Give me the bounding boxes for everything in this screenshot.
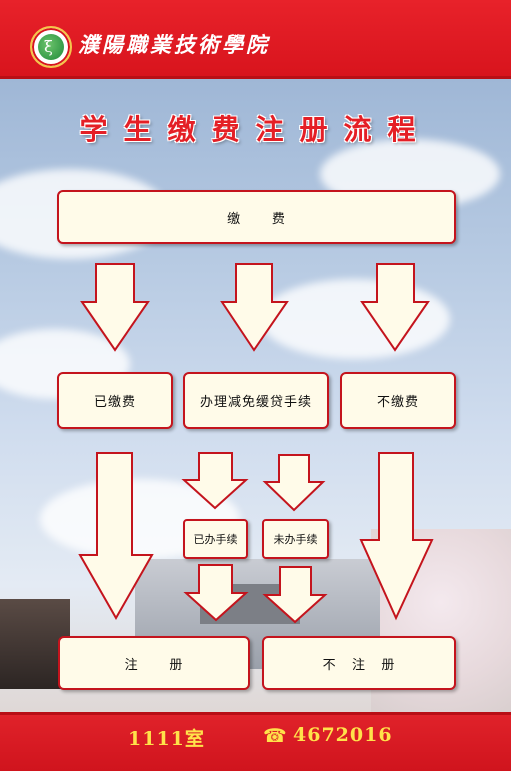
bottom-banner (0, 712, 511, 771)
not-handled-node: 未办手续 (262, 519, 329, 559)
not-register-node: 不 注 册 (262, 636, 456, 690)
logo-emblem: ξ (38, 34, 64, 60)
campus-gate (200, 584, 300, 624)
pay-node: 缴 费 (57, 190, 456, 244)
register-node: 注 册 (58, 636, 250, 690)
room-number: 1111室 (128, 728, 205, 750)
phone-icon: ☎ (263, 725, 287, 747)
logo-dragon-icon: ξ (44, 37, 53, 56)
unpaid-node: 不缴费 (340, 372, 456, 429)
phone-number: 4672016 (293, 724, 393, 746)
paid-node: 已缴费 (57, 372, 173, 429)
handled-node: 已办手续 (183, 519, 248, 559)
school-logo: ξ (30, 26, 72, 68)
school-name: 濮陽職業技術學院 (78, 32, 270, 57)
cloud (260, 279, 450, 359)
top-banner: ξ 濮陽職業技術學院 (0, 0, 511, 79)
loan-procedure-node: 办理减免缓贷手续 (183, 372, 329, 429)
page-title: 学生缴费注册流程 (79, 113, 432, 146)
